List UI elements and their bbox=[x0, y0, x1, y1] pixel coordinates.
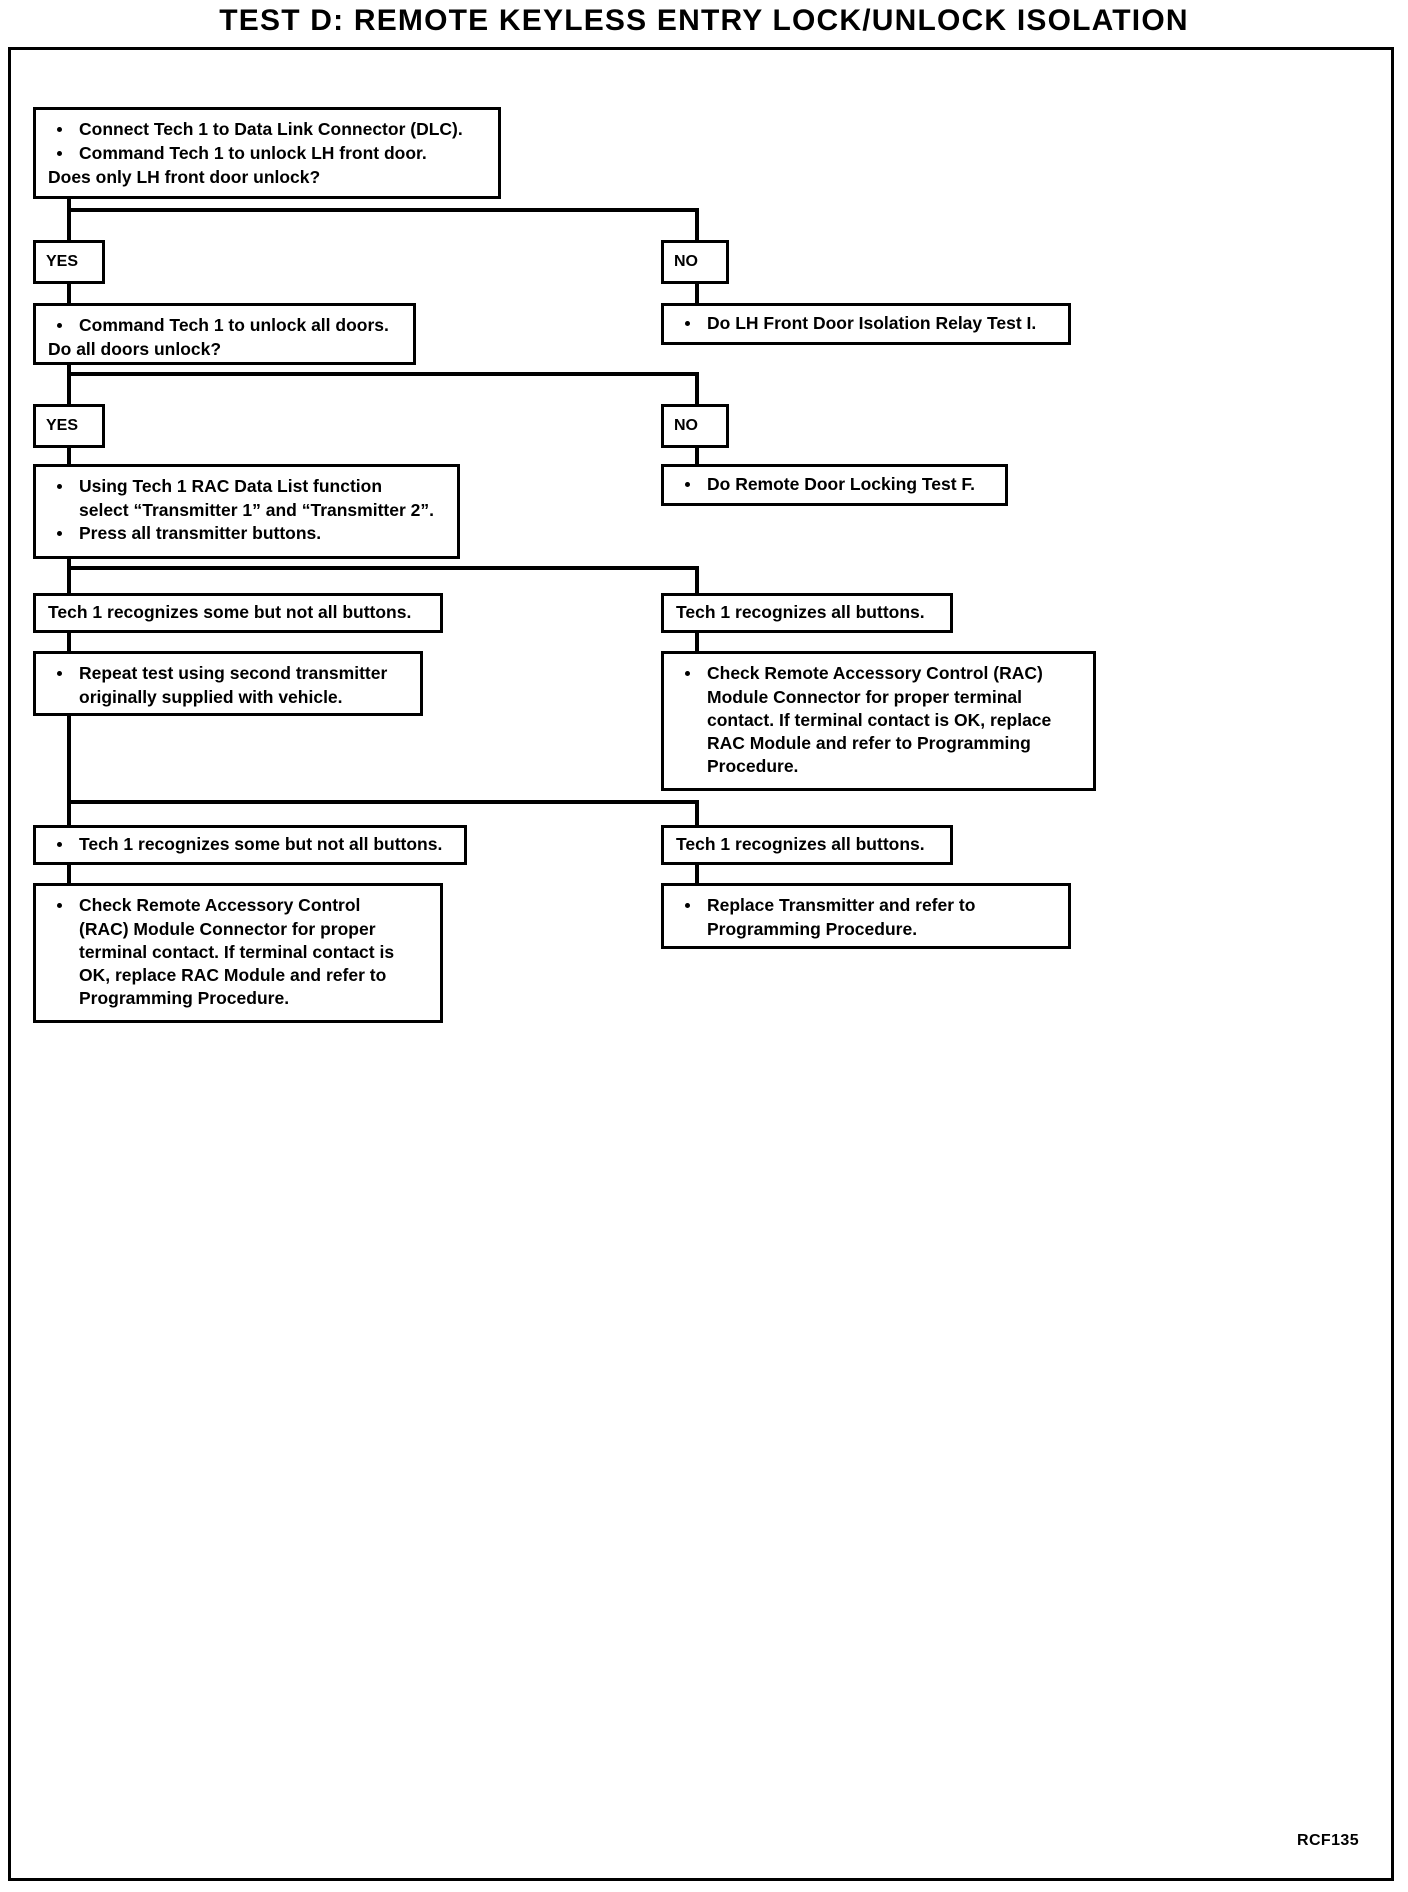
box-rac-data-list: Using Tech 1 RAC Data List function sele… bbox=[33, 464, 460, 559]
connector-level5-right-down bbox=[695, 800, 699, 832]
label-yes-2-text: YES bbox=[46, 417, 79, 434]
box-rac-data-list-line-1: Using Tech 1 RAC Data List function bbox=[48, 475, 447, 498]
figure-reference-code: RCF135 bbox=[1297, 1832, 1359, 1849]
box-start: Connect Tech 1 to Data Link Connector (D… bbox=[33, 107, 501, 199]
box-remote-door-locking-test: Do Remote Door Locking Test F. bbox=[661, 464, 1008, 506]
connector-no2-down bbox=[695, 448, 699, 470]
box-start-line-2: Command Tech 1 to unlock LH front door. bbox=[48, 142, 488, 165]
page-title: TEST D: REMOTE KEYLESS ENTRY LOCK/UNLOCK… bbox=[219, 4, 1189, 37]
connector-yes1-down bbox=[67, 284, 71, 310]
box-start-line-3: Does only LH front door unlock? bbox=[48, 167, 321, 188]
label-yes-2: YES bbox=[33, 404, 105, 448]
box-some-but-not-all-1-line-1: Tech 1 recognizes some but not all butto… bbox=[48, 602, 412, 622]
box-some-but-not-all-2-line-1: Tech 1 recognizes some but not all butto… bbox=[48, 833, 454, 856]
connector-level2-down bbox=[67, 365, 71, 415]
connector-level3-down bbox=[67, 559, 71, 601]
box-remote-door-locking-test-line-1: Do Remote Door Locking Test F. bbox=[676, 473, 995, 496]
box-check-rac-right-line-2: Module Connector for proper terminal bbox=[707, 687, 1023, 708]
box-check-rac-right-line-5: Procedure. bbox=[707, 756, 799, 777]
connector-level2-bus bbox=[67, 372, 699, 376]
box-unlock-all-doors-line-1: Command Tech 1 to unlock all doors. bbox=[48, 314, 403, 337]
box-repeat-test-line-2: originally supplied with vehicle. bbox=[79, 687, 343, 708]
box-rac-data-list-line-3: Press all transmitter buttons. bbox=[48, 522, 447, 545]
page-frame: Connect Tech 1 to Data Link Connector (D… bbox=[8, 47, 1394, 1881]
connector-some1-down bbox=[67, 633, 71, 655]
box-isolation-relay-test: Do LH Front Door Isolation Relay Test I. bbox=[661, 303, 1071, 345]
box-check-rac-left-line-2: (RAC) Module Connector for proper bbox=[79, 919, 376, 940]
connector-start-down bbox=[67, 199, 71, 251]
connector-all1-down bbox=[695, 633, 699, 655]
connector-level3-bus bbox=[67, 566, 699, 570]
box-check-rac-right-line-4: RAC Module and refer to Programming bbox=[707, 733, 1031, 754]
box-check-rac-left-line-3: terminal contact. If terminal contact is bbox=[79, 942, 395, 963]
label-no-1-text: NO bbox=[674, 253, 698, 270]
box-some-but-not-all-1: Tech 1 recognizes some but not all butto… bbox=[33, 593, 443, 633]
box-all-buttons-1-line-1: Tech 1 recognizes all buttons. bbox=[676, 602, 925, 622]
box-replace-transmitter: Replace Transmitter and refer to Program… bbox=[661, 883, 1071, 949]
box-all-buttons-2: Tech 1 recognizes all buttons. bbox=[661, 825, 953, 865]
box-check-rac-right-line-1: Check Remote Accessory Control (RAC) bbox=[676, 662, 1083, 685]
box-repeat-test-line-1: Repeat test using second transmitter bbox=[48, 662, 410, 685]
label-yes-1-text: YES bbox=[46, 253, 79, 270]
connector-level5-down bbox=[67, 716, 71, 832]
label-no-2: NO bbox=[661, 404, 729, 448]
box-replace-transmitter-line-2: Programming Procedure. bbox=[707, 919, 918, 940]
connector-level5-bus bbox=[67, 800, 699, 804]
box-check-rac-left: Check Remote Accessory Control (RAC) Mod… bbox=[33, 883, 443, 1023]
box-rac-data-list-line-2: select “Transmitter 1” and “Transmitter … bbox=[79, 500, 434, 521]
box-check-rac-left-line-4: OK, replace RAC Module and refer to bbox=[79, 965, 387, 986]
box-check-rac-right-line-3: contact. If terminal contact is OK, repl… bbox=[707, 710, 1052, 731]
box-unlock-all-doors-line-2: Do all doors unlock? bbox=[48, 339, 222, 360]
label-yes-1: YES bbox=[33, 240, 105, 284]
connector-some2-down bbox=[67, 865, 71, 889]
box-check-rac-right: Check Remote Accessory Control (RAC) Mod… bbox=[661, 651, 1096, 791]
box-start-line-1: Connect Tech 1 to Data Link Connector (D… bbox=[48, 118, 488, 141]
box-repeat-test: Repeat test using second transmitter ori… bbox=[33, 651, 423, 716]
connector-yes2-down bbox=[67, 448, 71, 470]
connector-level3-right-down bbox=[695, 566, 699, 600]
box-replace-transmitter-line-1: Replace Transmitter and refer to bbox=[676, 894, 1058, 917]
label-no-2-text: NO bbox=[674, 417, 698, 434]
box-all-buttons-1: Tech 1 recognizes all buttons. bbox=[661, 593, 953, 633]
box-all-buttons-2-line-1: Tech 1 recognizes all buttons. bbox=[676, 834, 925, 854]
label-no-1: NO bbox=[661, 240, 729, 284]
box-isolation-relay-test-line-1: Do LH Front Door Isolation Relay Test I. bbox=[676, 312, 1058, 335]
box-check-rac-left-line-1: Check Remote Accessory Control bbox=[48, 894, 430, 917]
connector-level1-bus bbox=[67, 208, 699, 212]
box-check-rac-left-line-5: Programming Procedure. bbox=[79, 988, 290, 1009]
box-some-but-not-all-2: Tech 1 recognizes some but not all butto… bbox=[33, 825, 467, 865]
box-unlock-all-doors: Command Tech 1 to unlock all doors. Do a… bbox=[33, 303, 416, 365]
connector-all2-down bbox=[695, 865, 699, 889]
connector-to-no-2 bbox=[695, 372, 699, 414]
connector-no1-down bbox=[695, 284, 699, 310]
connector-to-no-1 bbox=[695, 208, 699, 252]
